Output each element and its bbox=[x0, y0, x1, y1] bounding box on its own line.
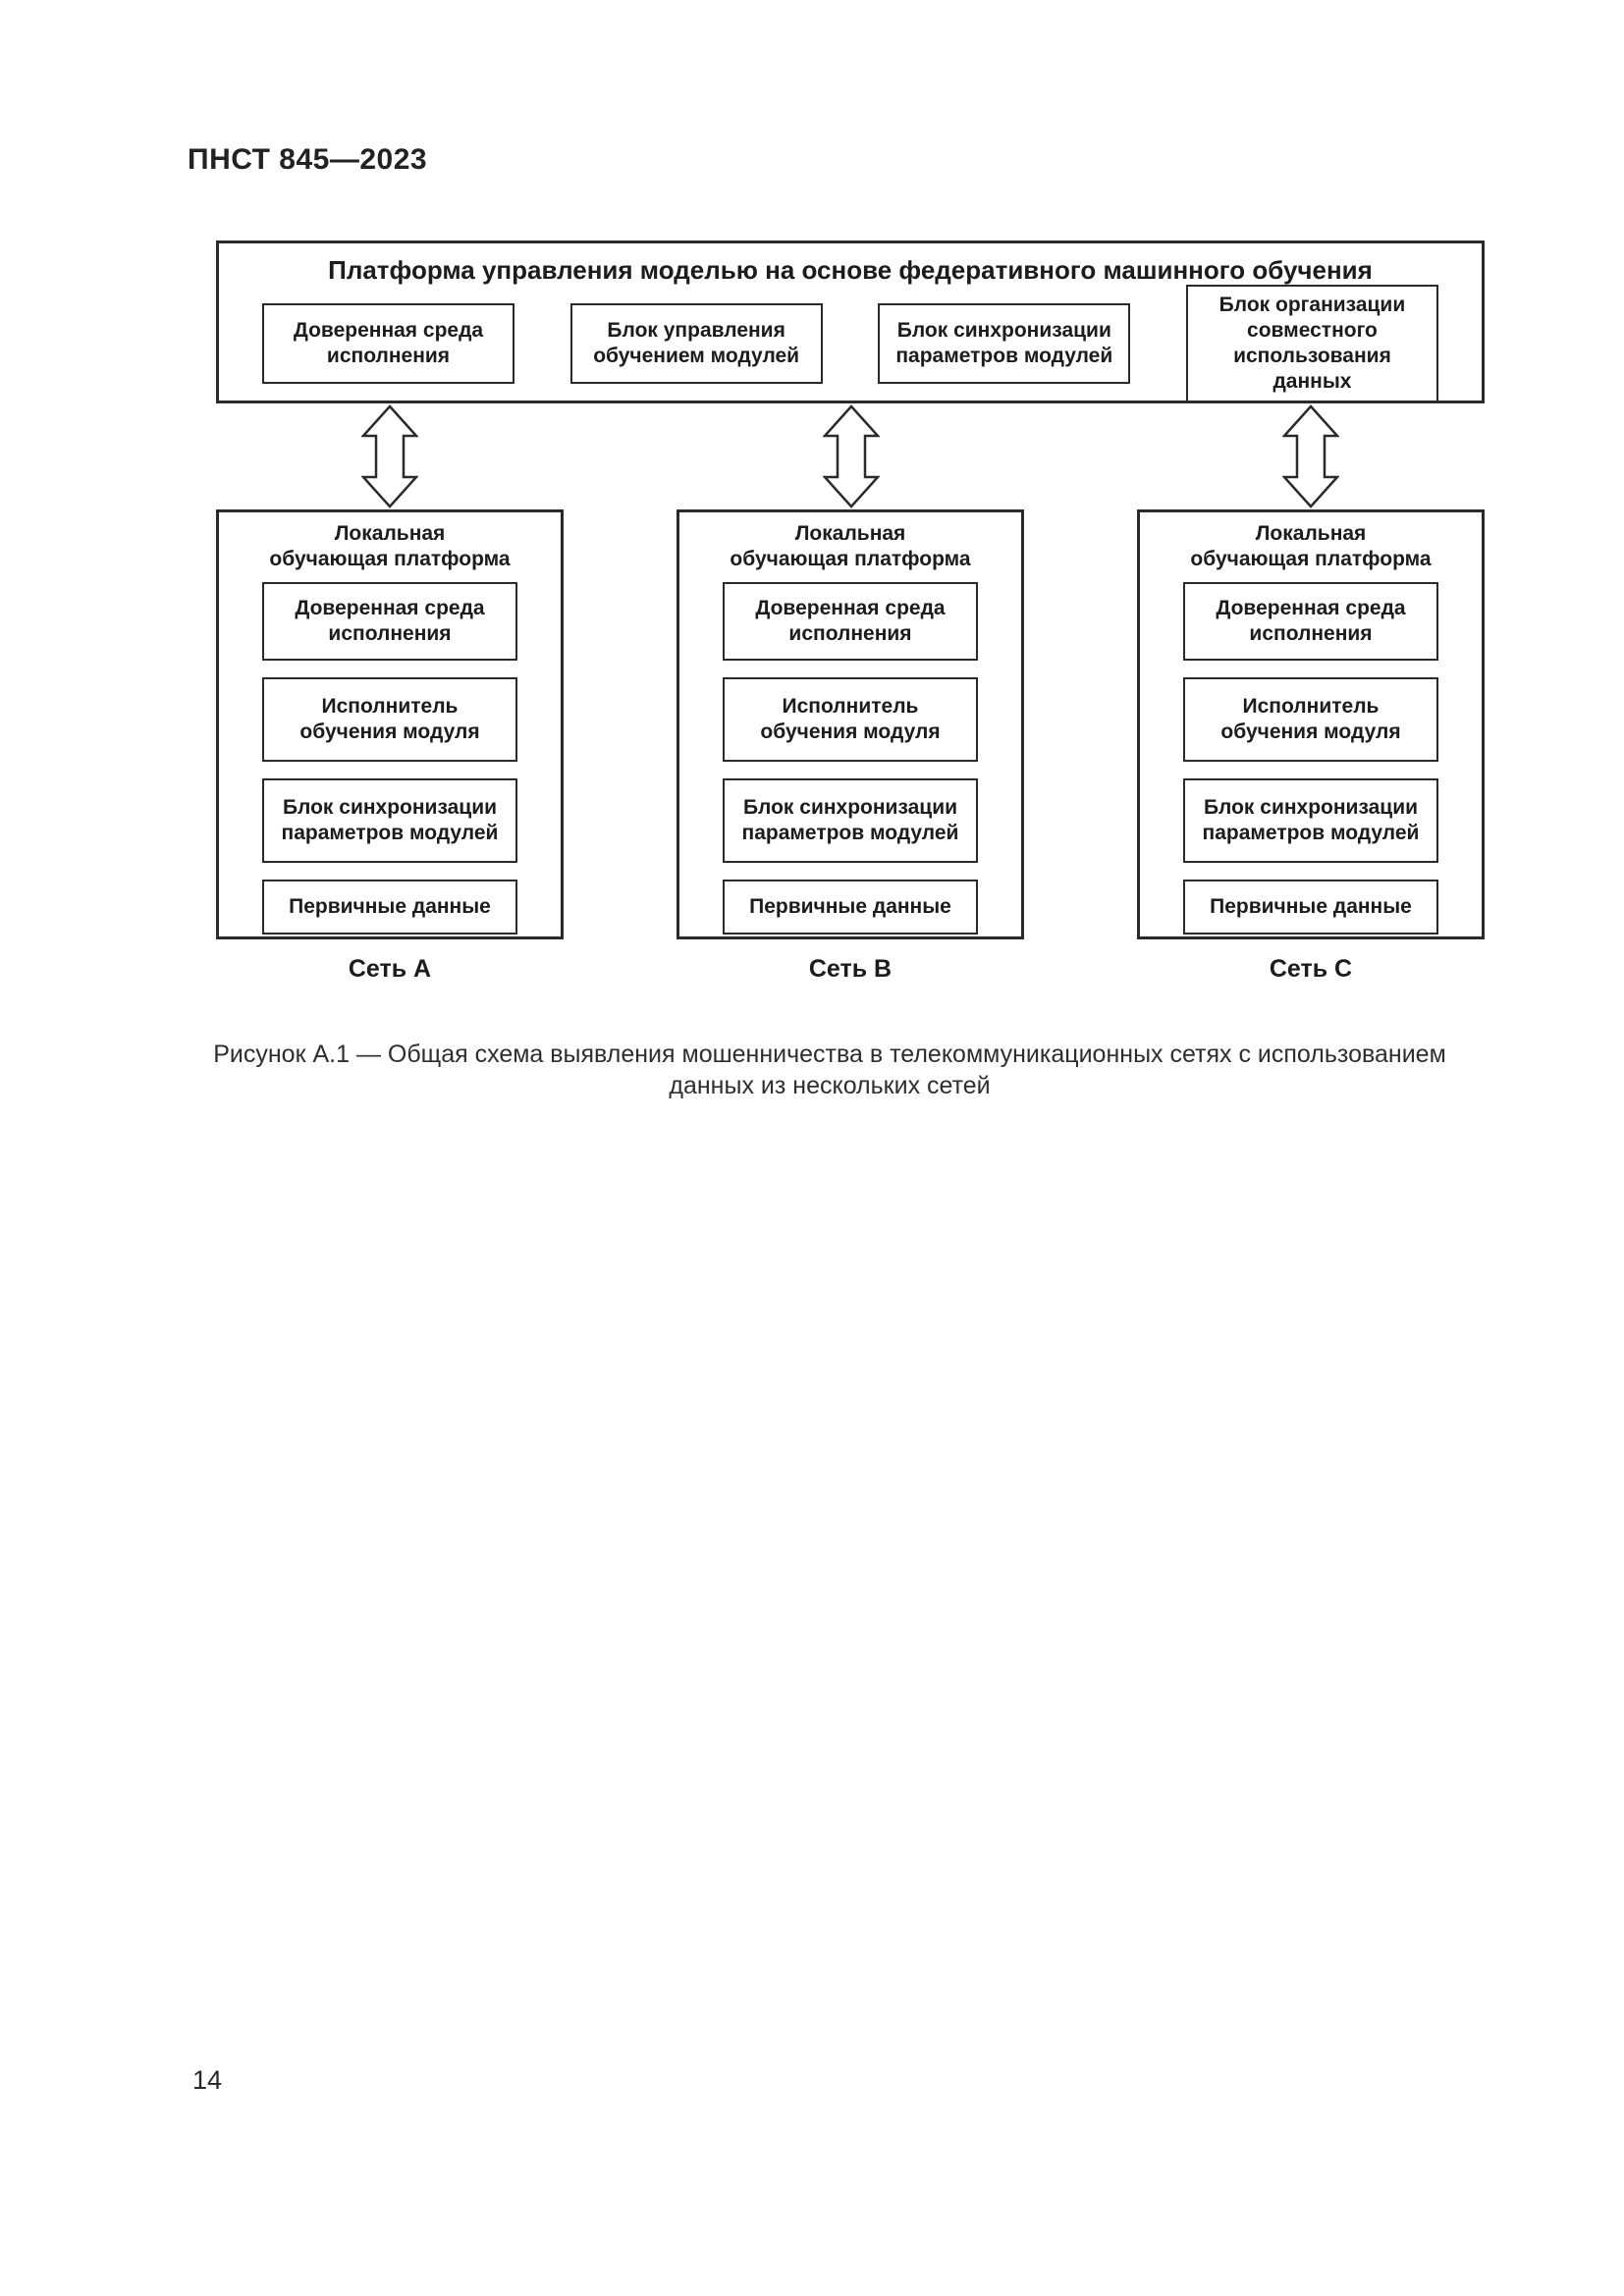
module-parameter-sync-unit: Блок синхронизации параметров модулей bbox=[878, 303, 1131, 384]
local-platform-title: Локальная обучающая платформа bbox=[269, 522, 511, 570]
local-platforms-row: Локальная обучающая платформа Доверенная… bbox=[216, 509, 1485, 939]
module-trusted-execution-environment: Доверенная среда исполнения bbox=[1183, 582, 1438, 661]
module-parameter-sync-unit: Блок синхронизации параметров модулей bbox=[723, 778, 978, 863]
management-platform-modules: Доверенная среда исполнения Блок управле… bbox=[219, 285, 1482, 402]
local-platform-b: Локальная обучающая платформа Доверенная… bbox=[677, 509, 1024, 939]
local-platform-modules: Доверенная среда исполнения Исполнитель … bbox=[219, 582, 561, 934]
local-platform-title: Локальная обучающая платформа bbox=[730, 522, 971, 570]
module-primary-data: Первичные данные bbox=[723, 880, 978, 934]
local-platform-a: Локальная обучающая платформа Доверенная… bbox=[216, 509, 564, 939]
document-code: ПНСТ 845—2023 bbox=[188, 143, 428, 176]
module-training-executor: Исполнитель обучения модуля bbox=[723, 677, 978, 762]
figure-caption: Рисунок А.1 — Общая схема выявления моше… bbox=[213, 1041, 1446, 1099]
local-platform-title: Локальная обучающая платформа bbox=[1190, 522, 1432, 570]
management-platform-box: Платформа управления моделью на основе ф… bbox=[216, 240, 1485, 403]
module-training-management-unit: Блок управления обучением модулей bbox=[569, 303, 823, 384]
local-platform-modules: Доверенная среда исполнения Исполнитель … bbox=[679, 582, 1021, 934]
module-training-executor: Исполнитель обучения модуля bbox=[1183, 677, 1438, 762]
page-number: 14 bbox=[192, 2065, 223, 2095]
module-parameter-sync-unit: Блок синхронизации параметров модулей bbox=[262, 778, 517, 863]
network-label-b: Сеть B bbox=[808, 955, 893, 983]
local-platform-modules: Доверенная среда исполнения Исполнитель … bbox=[1140, 582, 1482, 934]
network-labels-row: Сеть A Сеть B Сеть C bbox=[216, 955, 1485, 984]
management-platform-title: Платформа управления моделью на основе ф… bbox=[328, 255, 1373, 285]
module-primary-data: Первичные данные bbox=[262, 880, 517, 934]
double-arrow-vertical-icon bbox=[361, 404, 418, 508]
double-arrow-vertical-icon bbox=[1282, 404, 1339, 508]
network-label-c: Сеть C bbox=[1269, 955, 1353, 983]
connection-arrows bbox=[216, 403, 1485, 509]
module-parameter-sync-unit: Блок синхронизации параметров модулей bbox=[1183, 778, 1438, 863]
federated-learning-diagram: Платформа управления моделью на основе ф… bbox=[216, 240, 1485, 984]
module-primary-data: Первичные данные bbox=[1183, 880, 1438, 934]
module-trusted-execution-environment: Доверенная среда исполнения bbox=[262, 303, 514, 384]
local-platform-c: Локальная обучающая платформа Доверенная… bbox=[1137, 509, 1485, 939]
network-label-a: Сеть A bbox=[348, 955, 432, 983]
module-trusted-execution-environment: Доверенная среда исполнения bbox=[262, 582, 517, 661]
double-arrow-vertical-icon bbox=[823, 404, 880, 508]
module-data-sharing-unit: Блок организации совместного использован… bbox=[1185, 285, 1438, 402]
module-training-executor: Исполнитель обучения модуля bbox=[262, 677, 517, 762]
module-trusted-execution-environment: Доверенная среда исполнения bbox=[723, 582, 978, 661]
